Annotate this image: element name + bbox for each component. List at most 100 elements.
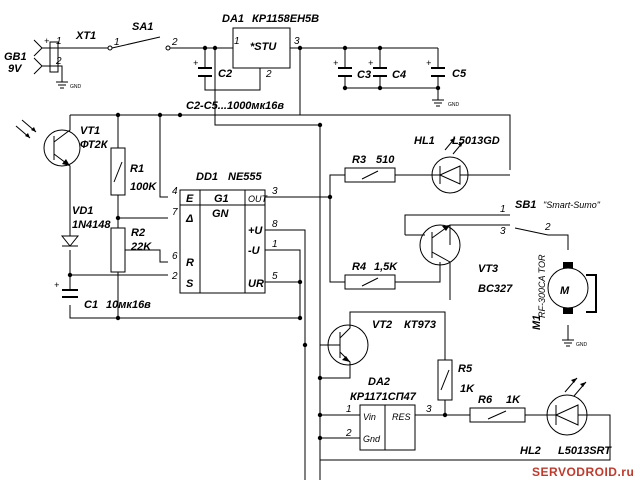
c5-ref: C5 xyxy=(452,68,467,80)
c3-plus: + xyxy=(333,58,338,68)
dd1-label-ur: UR xyxy=(248,278,264,290)
gb1-ref: GB1 xyxy=(4,51,27,63)
dd1-label-minus-u: -U xyxy=(248,245,261,257)
c4-plus: + xyxy=(368,58,373,68)
da2-vin: Vin xyxy=(363,412,376,422)
vt1-ref: VT1 xyxy=(80,125,100,137)
r3-ref: R3 xyxy=(352,154,366,166)
dd1-label-e: E xyxy=(186,193,194,205)
wires xyxy=(50,47,611,480)
r3-value: 510 xyxy=(376,154,395,166)
capacitor-c3: + C3 xyxy=(333,58,371,81)
dd1-pin5: 5 xyxy=(272,271,278,282)
c2-plus: + xyxy=(193,58,198,68)
r5-ref: R5 xyxy=(458,363,473,375)
da1-pin1: 1 xyxy=(234,36,240,47)
da1-pin2: 2 xyxy=(265,69,272,80)
sb1-ref: SB1 xyxy=(515,199,536,211)
da2-pin2: 2 xyxy=(345,428,352,439)
dd1-pin3: 3 xyxy=(272,186,278,197)
m1-ref: M1 xyxy=(531,315,543,330)
sa1-ref: SA1 xyxy=(132,21,153,33)
r5-value: 1K xyxy=(460,383,475,395)
r4-value: 1,5K xyxy=(374,261,398,273)
resistor-r6: R6 1K xyxy=(469,394,526,423)
da2-pin1: 1 xyxy=(346,404,352,415)
supervisor-da2: DA2 КР1171СП47 Vin Gnd RES 1 2 3 xyxy=(345,376,432,451)
capacitor-c1: + C1 10мк16в xyxy=(54,280,151,311)
hl1-ref: HL1 xyxy=(414,135,435,147)
da2-ref: DA2 xyxy=(368,376,390,388)
led-hl2: HL2 L5013SRT xyxy=(520,377,612,457)
gnd-label-gb1: GND xyxy=(70,84,82,90)
hl2-part: L5013SRT xyxy=(558,445,612,457)
caps-note: C2-C5...1000мк16в xyxy=(186,100,284,112)
sb1-label: "Smart-Sumo" xyxy=(543,200,601,210)
sa1-pin2: 2 xyxy=(171,37,178,48)
resistor-r1: R1 100K xyxy=(110,147,157,196)
dd1-ref: DD1 xyxy=(196,171,218,183)
phototransistor-vt1: VT1 ФТ2К xyxy=(15,119,109,172)
da1-body: *STU xyxy=(250,41,277,53)
da2-gnd: Gnd xyxy=(363,434,381,444)
gb1-value: 9V xyxy=(8,63,23,75)
capacitor-c5: + C5 GND xyxy=(426,58,467,108)
battery-gb1: GB1 9V + 1 2 GND XT1 xyxy=(4,30,96,90)
da1-part: КР1158ЕН5В xyxy=(252,13,319,25)
r1-value: 100K xyxy=(130,181,157,193)
c5-plus: + xyxy=(426,58,431,68)
led-hl1: HL1 L5013GD xyxy=(414,135,500,194)
dd1-part: NE555 xyxy=(228,171,263,183)
da1-ref: DA1 xyxy=(222,13,244,25)
sb1-pin2: 2 xyxy=(544,222,551,233)
m1-part: RF-300CA TOR xyxy=(537,254,547,318)
dd1-pin2: 2 xyxy=(171,271,178,282)
dd1-label-g1: G1 xyxy=(214,193,229,205)
switch-sa1: SA1 1 2 xyxy=(107,21,178,51)
dd1-label-s: S xyxy=(186,278,194,290)
r4-ref: R4 xyxy=(352,261,366,273)
motor-m1: M M1 RF-300CA TOR GND xyxy=(531,254,597,348)
dd1-label-r: R xyxy=(186,257,194,269)
xt1-ref: XT1 xyxy=(75,30,96,42)
c4-ref: C4 xyxy=(392,69,406,81)
hl2-ref: HL2 xyxy=(520,445,541,457)
capacitor-c2: + C2 xyxy=(193,58,232,80)
gb1-pin2: 2 xyxy=(55,56,62,67)
dd1-label-delta: Δ xyxy=(185,213,193,225)
vt3-ref: VT3 xyxy=(478,263,498,275)
watermark-bg xyxy=(528,462,640,480)
da2-pin3: 3 xyxy=(426,404,432,415)
r1-ref: R1 xyxy=(130,163,144,175)
sa1-pin1: 1 xyxy=(114,37,120,48)
vt3-part: BC327 xyxy=(478,283,513,295)
dd1-label-gn: GN xyxy=(212,208,230,220)
gb1-pin1: 1 xyxy=(56,36,62,47)
c2-ref: C2 xyxy=(218,68,232,80)
dd1-pin7: 7 xyxy=(172,207,178,218)
sb1-pin3: 3 xyxy=(500,226,506,237)
c1-ref: C1 xyxy=(84,299,98,311)
dd1-label-out: OUT xyxy=(248,194,269,204)
vt2-part: КТ973 xyxy=(404,319,436,331)
dd1-pin4: 4 xyxy=(172,186,178,197)
diode-vd1: VD1 1N4148 xyxy=(60,205,111,247)
resistor-r2: R2 22K xyxy=(110,227,152,273)
dd1-label-plus-u: +U xyxy=(248,225,263,237)
regulator-da1: *STU DA1 КР1158ЕН5В 1 2 3 xyxy=(222,13,319,80)
gb1-plus-sign: + xyxy=(44,36,49,46)
switch-sb1: SB1 "Smart-Sumo" 1 2 3 xyxy=(500,199,601,237)
r2-ref: R2 xyxy=(131,227,145,239)
c1-plus: + xyxy=(54,280,59,290)
junction-dots xyxy=(67,45,448,441)
r6-value: 1K xyxy=(506,394,521,406)
da1-pin3: 3 xyxy=(294,36,300,47)
resistor-r5: R5 1K xyxy=(437,359,475,401)
capacitor-c4: + C4 xyxy=(368,58,406,81)
watermark-text: SERVODROID.ru xyxy=(532,465,634,479)
da2-res: RES xyxy=(392,412,411,422)
gnd-label-m1: GND xyxy=(576,342,588,348)
m1-body: M xyxy=(560,285,570,297)
da2-part: КР1171СП47 xyxy=(350,391,417,403)
